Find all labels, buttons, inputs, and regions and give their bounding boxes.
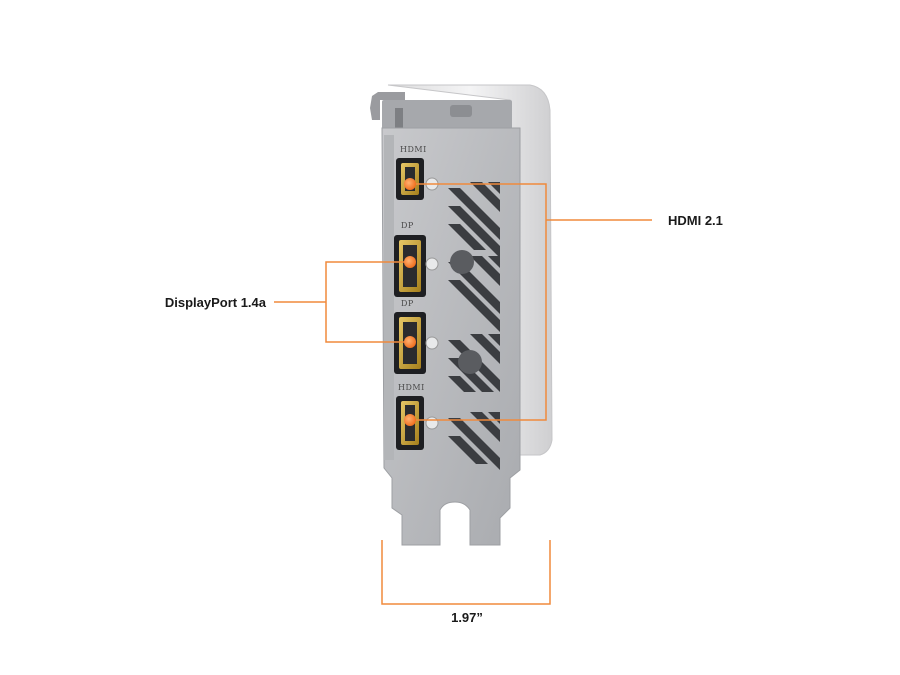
bracket-top-tab xyxy=(370,92,512,130)
displayport-callout-label: DisplayPort 1.4a xyxy=(165,295,267,310)
fan-hub xyxy=(450,250,474,274)
hdmi-callout-label: HDMI 2.1 xyxy=(668,213,723,228)
port-label-dp-2: DP xyxy=(401,299,414,308)
bracket-inner-strip xyxy=(384,135,394,460)
port-label-hdmi-1: HDMI xyxy=(400,145,427,154)
marker-hdmi-2 xyxy=(404,414,416,426)
hdmi-callout-line xyxy=(410,183,547,421)
marker-dp-1 xyxy=(404,256,416,268)
marker-hdmi-1 xyxy=(404,178,416,190)
port-label-dp-1: DP xyxy=(401,221,414,230)
fan-hub xyxy=(458,350,482,374)
width-dimension-label: 1.97” xyxy=(451,610,483,625)
callout-lines xyxy=(274,183,652,605)
marker-dp-2 xyxy=(404,336,416,348)
port-label-hdmi-2: HDMI xyxy=(398,383,425,392)
width-dimension-line xyxy=(381,540,551,605)
orange-dot-markers xyxy=(404,178,416,426)
